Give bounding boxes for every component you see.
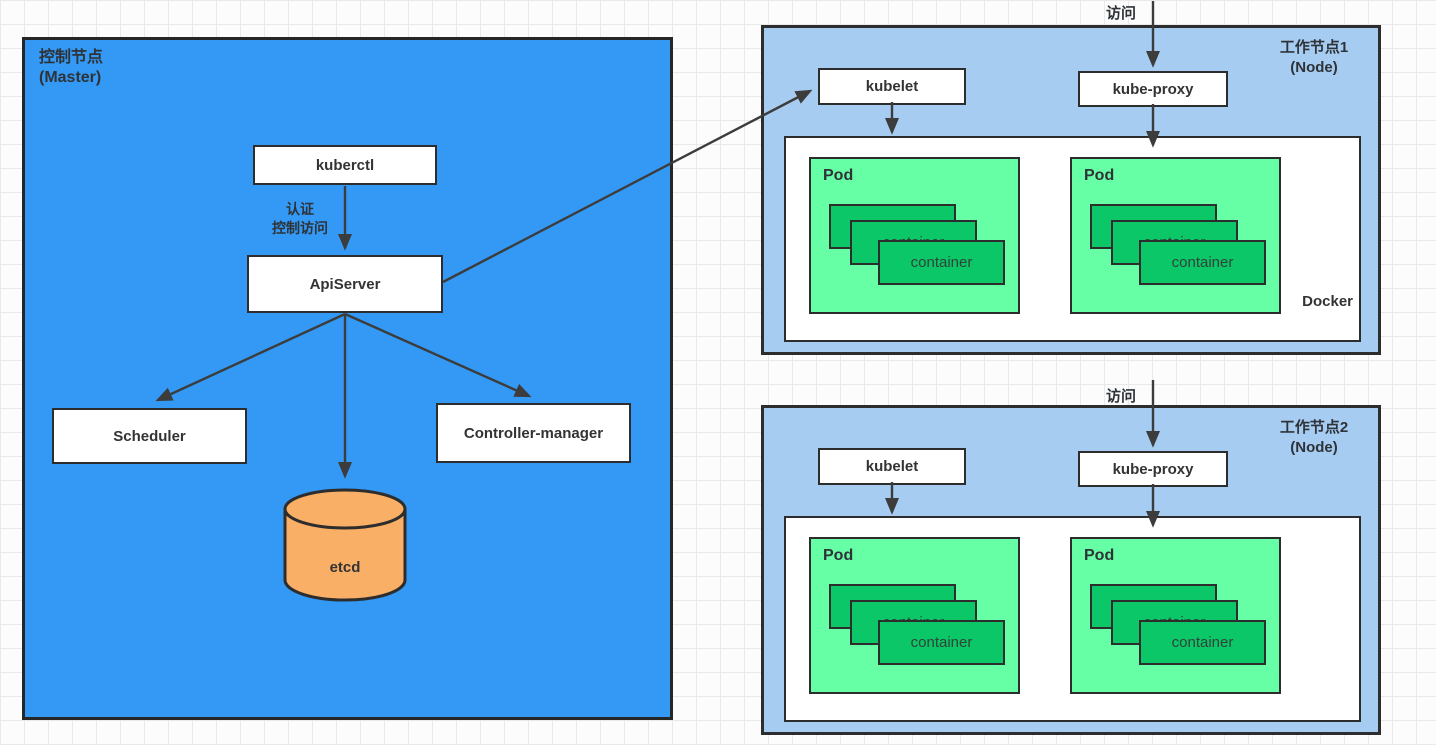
docker-label: Docker (1302, 293, 1353, 310)
node2-pod-2[interactable]: Pod container container container (1070, 537, 1281, 694)
worker-node-2-title: 工作节点2 (Node) (1264, 418, 1364, 458)
node1-title-line1: 工作节点1 (1279, 39, 1349, 56)
kuberctl-box[interactable]: kuberctl (253, 145, 437, 185)
visit-label-node1: 访问 (1106, 5, 1137, 22)
node1-docker-box[interactable]: Pod container container container Pod co… (784, 136, 1361, 342)
worker-node-1-title: 工作节点1 (Node) (1264, 38, 1364, 78)
worker-node-2-box[interactable]: 工作节点2 (Node) kubelet kube-proxy Pod cont… (761, 405, 1381, 735)
pod-label: Pod (823, 167, 854, 184)
container-shape[interactable]: container (1139, 240, 1266, 285)
node1-pod-1[interactable]: Pod container container container (809, 157, 1020, 314)
worker-node-1-box[interactable]: 工作节点1 (Node) kubelet kube-proxy Pod cont… (761, 25, 1381, 355)
node1-title-line2: (Node) (1290, 59, 1338, 76)
pod-label: Pod (1084, 167, 1115, 184)
visit-label-node2: 访问 (1106, 388, 1137, 405)
pod-label: Pod (1084, 547, 1115, 564)
node2-pod-1[interactable]: Pod container container container (809, 537, 1020, 694)
node2-title-line1: 工作节点2 (1279, 419, 1349, 436)
scheduler-box[interactable]: Scheduler (52, 408, 247, 464)
master-node-box[interactable]: 控制节点 (Master) kuberctl 认证 控制访问 ApiServer… (22, 37, 673, 720)
auth-label-line1: 认证 (286, 201, 314, 217)
auth-label-line2: 控制访问 (272, 220, 328, 236)
etcd-cylinder[interactable]: etcd (282, 487, 408, 605)
container-shape[interactable]: container (878, 620, 1005, 665)
etcd-label: etcd (329, 559, 361, 576)
pod-label: Pod (823, 547, 854, 564)
node2-kube-proxy-box[interactable]: kube-proxy (1078, 451, 1228, 487)
node1-pod-2[interactable]: Pod container container container (1070, 157, 1281, 314)
container-shape[interactable]: container (1139, 620, 1266, 665)
auth-access-label: 认证 控制访问 (225, 200, 375, 238)
master-node-title: 控制节点 (Master) (39, 48, 103, 88)
node2-title-line2: (Node) (1290, 439, 1338, 456)
master-title-line1: 控制节点 (39, 49, 104, 66)
node2-kubelet-box[interactable]: kubelet (818, 448, 966, 485)
etcd-cylinder-shape (283, 488, 407, 602)
node2-docker-box[interactable]: Pod container container container Pod co… (784, 516, 1361, 722)
node1-kubelet-box[interactable]: kubelet (818, 68, 966, 105)
controller-manager-box[interactable]: Controller-manager (436, 403, 631, 463)
master-title-line2: (Master) (39, 69, 102, 86)
apiserver-box[interactable]: ApiServer (247, 255, 443, 313)
container-shape[interactable]: container (878, 240, 1005, 285)
node1-kube-proxy-box[interactable]: kube-proxy (1078, 71, 1228, 107)
